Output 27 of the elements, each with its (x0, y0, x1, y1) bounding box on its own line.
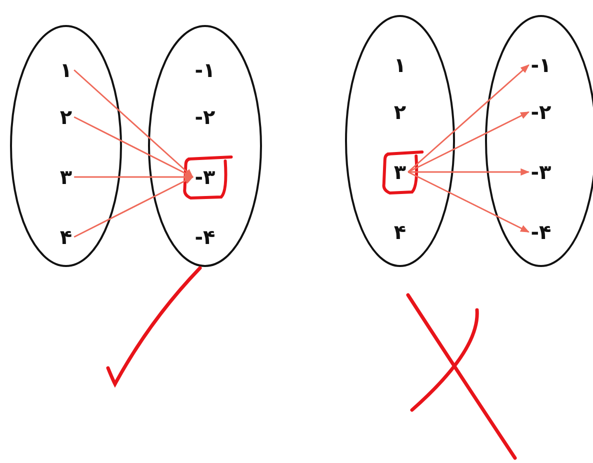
number-label: -۲ (192, 105, 218, 129)
number-label: -۱ (192, 58, 218, 82)
arrow (74, 176, 194, 238)
number-label: ۲ (392, 100, 408, 124)
arrow (74, 116, 194, 178)
arrow (74, 69, 194, 178)
number-label: ۲ (58, 105, 74, 129)
number-label: ۴ (392, 220, 408, 244)
set-ellipse (148, 25, 262, 267)
set-ellipse (10, 25, 122, 267)
arrow (74, 173, 194, 181)
number-label: ۳ (58, 165, 74, 189)
number-label: ۳ (392, 160, 408, 184)
number-label: -۳ (528, 160, 554, 184)
number-label: -۱ (528, 53, 554, 77)
arrow (408, 168, 530, 176)
number-label: ۱ (58, 58, 74, 82)
arrow (408, 171, 530, 233)
number-label: -۴ (528, 220, 554, 244)
number-label: -۳ (192, 165, 218, 189)
set-ellipse (345, 15, 455, 267)
number-label: -۴ (192, 225, 218, 249)
number-label: -۲ (528, 100, 554, 124)
number-label: ۱ (392, 53, 408, 77)
arrow (408, 111, 530, 173)
arrow (408, 64, 530, 173)
number-label: ۴ (58, 225, 74, 249)
